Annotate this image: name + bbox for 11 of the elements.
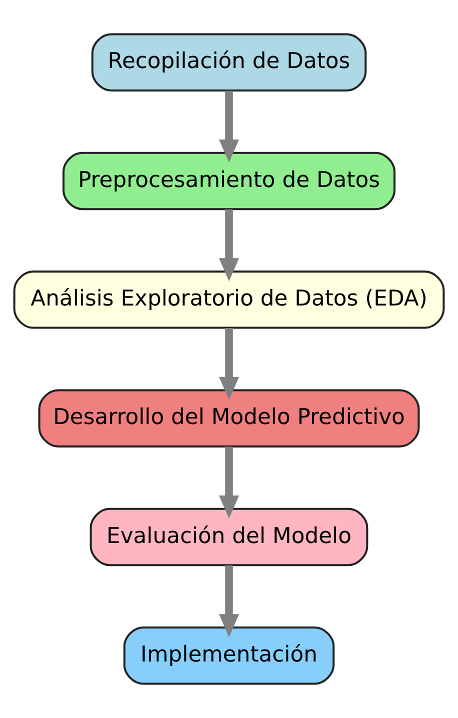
node-box: Implementación xyxy=(123,626,335,685)
node-box: Recopilación de Datos xyxy=(91,33,367,92)
arrow xyxy=(218,90,240,163)
node-box: Evaluación del Modelo xyxy=(90,508,368,566)
node-box: Desarrollo del Modelo Predictivo xyxy=(38,389,420,448)
node-box: Preprocesamiento de Datos xyxy=(62,152,396,210)
arrow xyxy=(218,565,240,638)
arrow xyxy=(218,328,240,400)
node-box: Análisis Exploratorio de Datos (EDA) xyxy=(13,270,445,329)
arrow xyxy=(218,209,240,282)
arrow xyxy=(218,446,240,519)
